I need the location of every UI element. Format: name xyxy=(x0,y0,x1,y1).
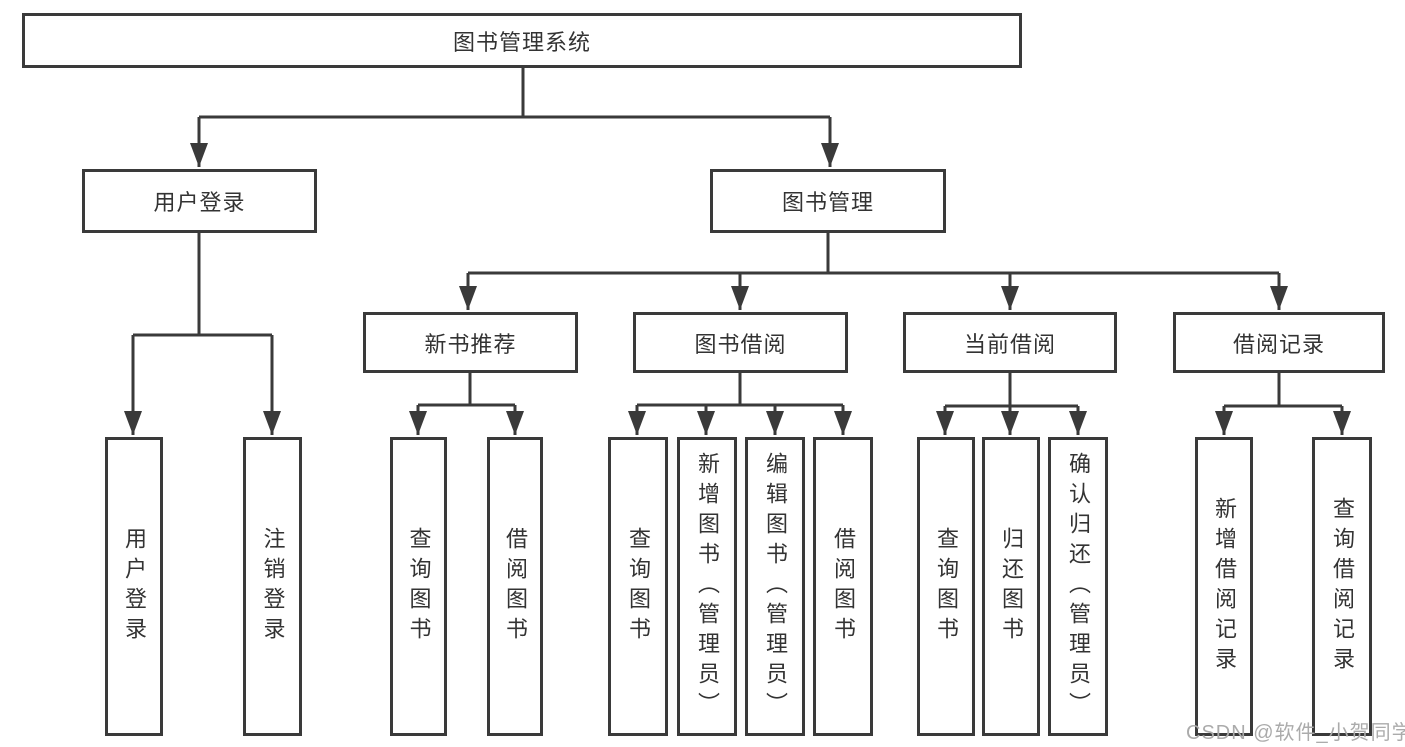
leaf-borrow-books-2: 借阅图书 xyxy=(813,437,873,736)
leaf-label: 新增图书（管理员） xyxy=(695,451,720,722)
leaf-label: 借阅图书 xyxy=(831,526,856,647)
leaf-label: 注销登录 xyxy=(260,526,286,647)
leaf-user-login: 用户登录 xyxy=(105,437,163,736)
leaf-label: 借阅图书 xyxy=(503,526,528,647)
leaf-label: 用户登录 xyxy=(122,526,147,647)
node-root-library-system: 图书管理系统 xyxy=(22,13,1022,68)
leaf-edit-books-admin: 编辑图书（管理员） xyxy=(745,437,805,736)
leaf-query-books-2: 查询图书 xyxy=(608,437,668,736)
leaf-label: 查询图书 xyxy=(626,526,651,647)
leaf-label: 查询图书 xyxy=(934,526,959,647)
leaf-label: 查询图书 xyxy=(406,526,432,647)
leaf-label: 编辑图书（管理员） xyxy=(763,451,788,722)
leaf-add-borrow-record: 新增借阅记录 xyxy=(1195,437,1253,736)
leaf-query-books-3: 查询图书 xyxy=(917,437,975,736)
leaf-confirm-return-admin: 确认归还（管理员） xyxy=(1048,437,1108,736)
node-book-borrow: 图书借阅 xyxy=(633,312,848,373)
node-borrow-records: 借阅记录 xyxy=(1173,312,1385,373)
leaf-label: 归还图书 xyxy=(999,526,1024,647)
node-new-book-recommend: 新书推荐 xyxy=(363,312,578,373)
csdn-watermark: CSDN @软件_小贺同学 xyxy=(1186,722,1405,744)
leaf-label: 查询借阅记录 xyxy=(1330,496,1355,677)
leaf-query-borrow-record: 查询借阅记录 xyxy=(1312,437,1372,736)
leaf-label: 新增借阅记录 xyxy=(1212,496,1237,677)
node-book-management: 图书管理 xyxy=(710,169,946,233)
leaf-return-books: 归还图书 xyxy=(982,437,1040,736)
leaf-add-books-admin: 新增图书（管理员） xyxy=(677,437,737,736)
leaf-logout: 注销登录 xyxy=(243,437,302,736)
leaf-label: 确认归还（管理员） xyxy=(1066,451,1091,722)
node-user-login: 用户登录 xyxy=(82,169,317,233)
leaf-query-books-1: 查询图书 xyxy=(390,437,447,736)
node-current-borrow: 当前借阅 xyxy=(903,312,1117,373)
leaf-borrow-books-1: 借阅图书 xyxy=(487,437,543,736)
